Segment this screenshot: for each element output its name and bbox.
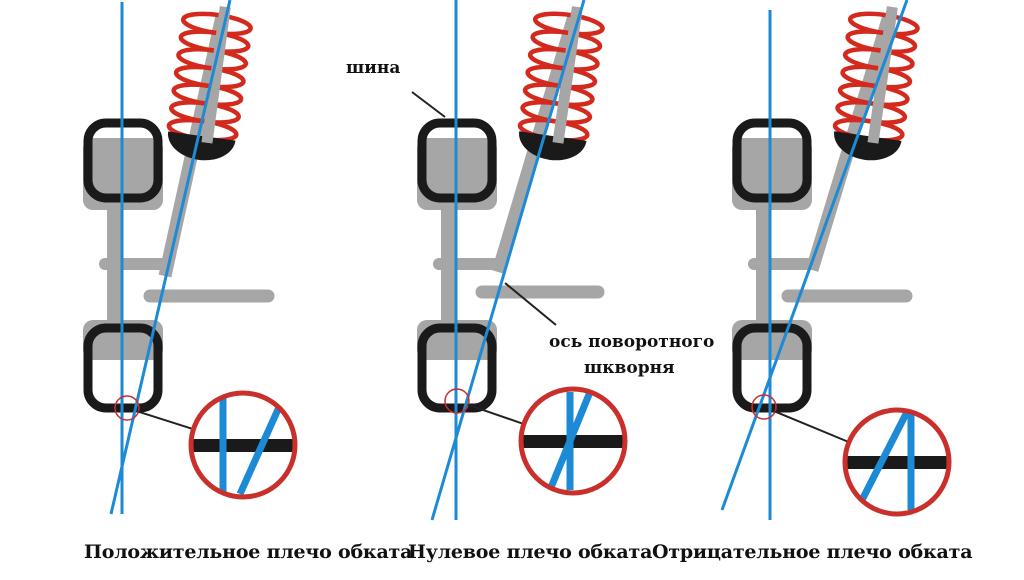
contact-patch-marker	[751, 394, 777, 420]
zoom-road-bar	[847, 456, 947, 469]
kingpin-leader-line	[504, 282, 557, 326]
zoom-ring	[188, 390, 298, 500]
caption-positive-scrub: Положительное плечо обката	[84, 541, 413, 563]
zoom-inner	[523, 391, 623, 491]
zoom-road-bar	[193, 439, 293, 452]
lower-tire	[732, 323, 812, 413]
zoom-pointer	[468, 403, 525, 425]
zoom-ring	[842, 407, 952, 517]
zoom-detail	[518, 386, 628, 496]
spring-seat	[167, 131, 236, 161]
kingpin-axis-line	[430, 0, 586, 521]
zoom-kingpin-axis	[858, 412, 912, 502]
contact-patch-marker	[444, 388, 470, 414]
zoom-inner	[847, 412, 947, 510]
spring-seat	[519, 131, 587, 161]
panel-positive	[83, 0, 298, 515]
damper-rod	[867, 6, 898, 144]
zoom-ring	[518, 386, 628, 496]
caption-negative-scrub: Отрицательное плечо обката	[652, 541, 973, 563]
upper-tire	[732, 118, 812, 203]
label-kingpin-axis: ось поворотного	[549, 332, 715, 352]
zoom-detail	[188, 390, 298, 500]
kingpin-axis-line	[109, 0, 232, 515]
tire-leader-line	[411, 91, 446, 118]
zoom-pointer	[774, 410, 850, 444]
panel-negative	[720, 0, 952, 520]
kingpin-axis-line	[720, 0, 909, 511]
zoom-inner	[193, 398, 293, 495]
panel-zero	[417, 0, 628, 521]
label-tire: шина	[346, 58, 401, 78]
zoom-kingpin-axis	[236, 403, 284, 495]
zoom-pointer	[138, 410, 194, 431]
upper-wheel-backing	[732, 138, 812, 210]
zoom-detail	[842, 407, 952, 517]
contact-patch-marker	[114, 395, 140, 421]
label-kingpin-axis-cont: шкворня	[584, 358, 675, 378]
zoom-kingpin-axis	[546, 391, 594, 491]
caption-zero-scrub: Нулевое плечо обката	[408, 541, 653, 563]
